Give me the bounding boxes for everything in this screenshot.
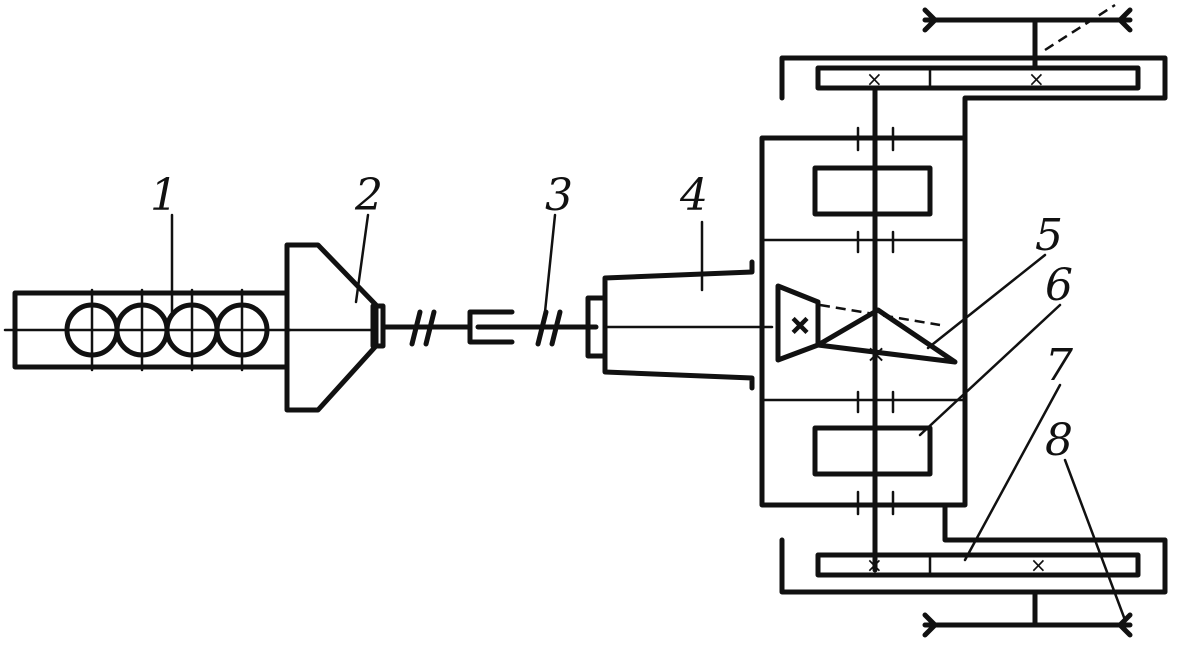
- label-3: 3: [545, 170, 573, 221]
- engine-cylinders: [64, 288, 270, 372]
- svg-text:×: ×: [1028, 67, 1045, 91]
- label-2: 2: [354, 170, 383, 221]
- clutch-housing: [284, 242, 386, 413]
- label-6: 6: [1045, 260, 1073, 311]
- label-4: 4: [679, 170, 708, 221]
- label-8: 8: [1045, 415, 1073, 466]
- top-wheel-reducer: × ×: [779, 3, 1168, 141]
- svg-text:×: ×: [866, 553, 883, 577]
- leader-lines: [170, 213, 1127, 622]
- svg-text:×: ×: [866, 67, 883, 91]
- label-7: 7: [1045, 340, 1073, 391]
- svg-text:×: ×: [790, 311, 810, 339]
- label-1: 1: [150, 170, 178, 221]
- differential-housing: × ×: [759, 85, 968, 573]
- label-5: 5: [1035, 210, 1063, 261]
- axle-neck: [585, 259, 774, 391]
- part-labels: 1 2 3 4 5 6 7 8: [150, 170, 1073, 466]
- driveshaft: [380, 309, 599, 347]
- engine: [3, 288, 292, 372]
- bottom-wheel-reducer: × ×: [779, 502, 1168, 638]
- svg-text:×: ×: [1030, 553, 1047, 577]
